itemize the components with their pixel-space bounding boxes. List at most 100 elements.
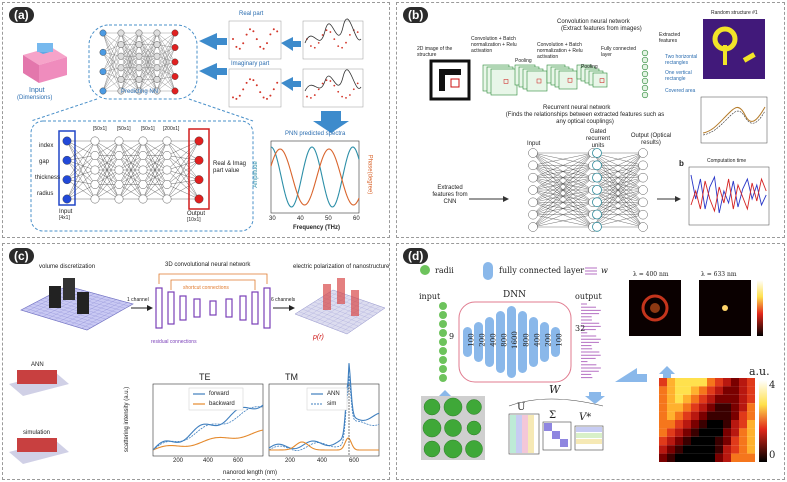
cnn3d-block	[179, 295, 187, 321]
rnn-node	[638, 197, 648, 208]
heatmap-cell	[715, 420, 723, 429]
heatmap-cell	[723, 394, 731, 404]
heatmap-cell	[659, 403, 667, 412]
rnn-title: Recurrent neural network	[543, 105, 611, 111]
nn-node	[153, 76, 161, 83]
radius-disk	[466, 399, 482, 415]
heatmap-cell	[675, 445, 683, 454]
feature-3: Covered area	[665, 88, 696, 94]
heatmap-cell	[707, 445, 715, 454]
spectrum-dot	[252, 30, 255, 33]
pool1-label: Pooling	[515, 58, 532, 64]
heatmap-cell	[699, 378, 707, 387]
nn-node	[62, 136, 72, 146]
tm-title: TM	[285, 372, 298, 382]
heatmap-cell	[667, 445, 675, 454]
input-node	[439, 356, 447, 364]
heatmap-cell	[683, 445, 691, 454]
fc-node	[641, 56, 649, 64]
heatmap-cell	[667, 403, 675, 412]
nn-node	[162, 151, 172, 160]
heatmap-cell	[699, 394, 707, 404]
heatmap-cell	[667, 394, 675, 404]
spectrum-dot	[321, 34, 324, 36]
cbar-top: 4	[769, 380, 776, 391]
vol-title: volume discretization	[39, 264, 96, 270]
layer-size: [50x1]	[141, 126, 155, 132]
nn-node	[99, 29, 107, 37]
panel-c-label: (c)	[9, 248, 34, 264]
heatmap-cell	[707, 386, 715, 395]
spectrum-dot	[317, 41, 320, 44]
nn-node	[194, 136, 204, 146]
heatmap-cell	[683, 378, 691, 387]
panel-d: (d)	[396, 243, 785, 480]
pnn-xtick: 40	[297, 216, 304, 222]
radius-disk	[423, 398, 441, 416]
heatmap-cell	[715, 378, 723, 387]
heatmap-cell	[739, 378, 747, 387]
nn-node	[153, 29, 161, 37]
radius-disk	[443, 397, 463, 417]
heatmap-cell	[667, 436, 675, 446]
heatmap-cell	[747, 394, 755, 404]
heatmap-cell	[707, 436, 715, 446]
heatmap-cell	[675, 420, 683, 429]
nn-node	[153, 64, 161, 72]
heatmap-cell	[659, 436, 667, 446]
nn-node	[138, 180, 148, 189]
heatmap-cell	[739, 453, 747, 462]
spectrum-dot	[329, 31, 332, 33]
dense-layer	[496, 311, 505, 373]
heatmap-cell	[659, 378, 667, 387]
pnn-title: PNN predicted spectra	[285, 131, 346, 137]
heatmap-cell	[747, 411, 755, 420]
neuron-label: 400	[533, 333, 542, 347]
input-node	[439, 302, 447, 310]
heatmap-cell	[699, 453, 707, 462]
panel-c-graphics	[9, 273, 386, 464]
rnn-node	[528, 160, 538, 171]
heatmap-cell	[723, 420, 731, 429]
heatmap-cell	[707, 453, 715, 462]
spectrum-dot	[262, 47, 265, 50]
spectrum-dot	[245, 81, 248, 84]
panel-c: (c)	[2, 243, 390, 480]
heatmap-cell	[691, 445, 699, 454]
y-axis-label: scattering intensity (a.u.)	[124, 386, 131, 453]
heatmap-cell	[731, 411, 739, 420]
nn-node	[114, 136, 124, 146]
feature-2: One vertical rectangle	[665, 70, 692, 82]
x-axis-label: nanorod length (nm)	[223, 470, 278, 476]
output-count: 32	[575, 324, 586, 333]
heatmap-cell	[683, 420, 691, 429]
heatmap-cell	[699, 445, 707, 454]
neuron-label: 200	[544, 333, 553, 347]
heatmap-cell	[747, 436, 755, 446]
heatmap-cell	[747, 386, 755, 395]
chart-sublabel: b	[679, 159, 684, 168]
fc-node	[641, 70, 649, 78]
fc-node	[641, 49, 649, 57]
legend-fc: fully connected layer	[499, 266, 585, 275]
heatmap-cell	[659, 386, 667, 395]
nn-node	[162, 180, 172, 189]
heatmap-cell	[707, 378, 715, 387]
heatmap-cell	[747, 403, 755, 412]
cnn3d-title: 3D convolutional neural network	[165, 262, 251, 268]
heatmap-cell	[731, 420, 739, 429]
fc-node	[641, 63, 649, 71]
heatmap-cell	[731, 386, 739, 395]
heatmap-cell	[691, 378, 699, 387]
heatmap-cell	[715, 403, 723, 412]
kernel-box	[567, 77, 573, 83]
spectrum-dot	[310, 45, 312, 47]
tm-xtick: 400	[317, 458, 328, 464]
nn-node	[138, 194, 148, 204]
nn-node	[99, 87, 107, 95]
nn-node	[162, 165, 172, 175]
nn-node	[138, 165, 148, 175]
spectrum-dot	[259, 45, 262, 48]
nn-node	[171, 58, 179, 66]
heatmap-cell	[659, 420, 667, 429]
